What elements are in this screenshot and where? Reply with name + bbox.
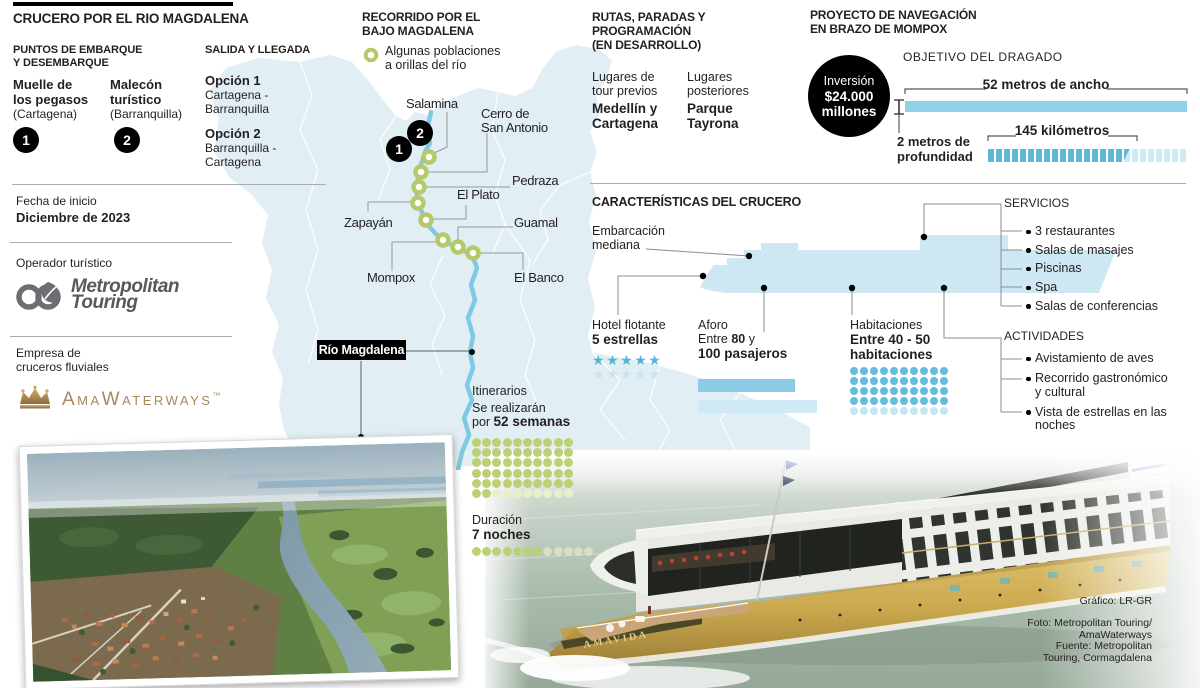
inversion-circle: Inversión $24.000 millones	[808, 55, 890, 137]
itinerarios-dots	[472, 438, 573, 498]
servicios-list: 3 restaurantes Salas de masajes Piscinas…	[1026, 225, 1195, 318]
town-label-guamal: Guamal	[514, 215, 558, 230]
fecha-label: Fecha de inicio	[16, 194, 97, 208]
ancho-bar	[905, 101, 1187, 112]
stars-pale-row: ★★★★★	[592, 366, 663, 382]
map-landmass	[209, 45, 810, 467]
town-label-zapayan: Zapayán	[344, 215, 393, 230]
magdalena-map	[209, 45, 810, 470]
actividades-heading: ACTIVIDADES	[1004, 329, 1085, 343]
duracion-dots	[472, 547, 594, 556]
crown-icon	[20, 385, 50, 408]
divider-caracteristicas	[590, 183, 1186, 184]
rutas-heading: RUTAS, PARADAS Y PROGRAMACIÓN (EN DESARR…	[592, 10, 706, 52]
operador-label: Operador turístico	[16, 256, 113, 270]
longitud-segment-bar	[988, 149, 1187, 162]
duracion-block: Duración 7 noches	[472, 513, 594, 556]
metropolitan-touring-logo: Metropolitan Touring	[14, 274, 180, 316]
aforo-bar-80	[698, 379, 795, 392]
salida-heading: SALIDA Y LLEGADA	[205, 44, 311, 56]
legend-ring-icon	[363, 47, 379, 63]
river-point-dot	[469, 349, 475, 355]
metropolitan-infinity-icon	[16, 282, 61, 310]
itinerarios-block: Itinerarios Se realizarán por 52 semanas	[472, 384, 573, 498]
page-title: CRUCERO POR EL RIO MAGDALENA	[13, 11, 249, 26]
credit-foto: Foto: Metropolitan Touring/AmaWaterways	[1027, 617, 1152, 641]
town-label-pedraza: Pedraza	[512, 173, 559, 188]
map-department-borders	[299, 61, 741, 459]
aerial-photo	[18, 433, 460, 688]
divider-2	[10, 242, 232, 243]
servicio-item: Salas de conferencias	[1026, 300, 1195, 313]
aforo-bar-100	[698, 400, 817, 413]
rio-label-connectors	[360, 350, 469, 436]
aforo-block: Aforo Entre 80 y 100 pasajeros	[698, 318, 817, 413]
servicio-item: 3 restaurantes	[1026, 225, 1195, 238]
divider-1	[12, 184, 326, 185]
caracteristicas-heading: CARACTERÍSTICAS DEL CRUCERO	[592, 195, 801, 209]
town-label-mompox: Mompox	[367, 270, 416, 285]
town-label-elbanco: El Banco	[514, 270, 564, 285]
actividad-item: Avistamiento de aves	[1026, 351, 1195, 366]
town-label-elplato: El Plato	[457, 187, 500, 202]
servicio-item: Piscinas	[1026, 262, 1195, 275]
ship-photo: AMAVIDA	[485, 450, 1200, 688]
title-top-bar	[13, 2, 233, 6]
town-label-salamina: Salamina	[406, 96, 458, 111]
town-connector-lines	[367, 112, 524, 271]
aerial-photo-scene	[26, 442, 452, 682]
hotel-flotante-block: Hotel flotante 5 estrellas ★★★★★ ★★★★★	[592, 318, 666, 382]
embark-badge-1: 1	[13, 127, 39, 153]
embark-badge-2: 2	[114, 127, 140, 153]
dragado-heading: OBJETIVO DEL DRAGADO	[903, 50, 1063, 64]
depth-indicator	[894, 99, 904, 133]
credit-grafico: Gráfico: LR-GR	[1079, 595, 1152, 607]
map-badge-1: 1	[386, 136, 412, 162]
fecha-value: Diciembre de 2023	[16, 210, 131, 225]
actividades-list: Avistamiento de aves Recorrido gastronóm…	[1026, 351, 1195, 439]
ancho-label: 52 metros de ancho	[982, 77, 1110, 92]
salida-option-2: Opción 2 Barranquilla -Cartagena	[205, 126, 277, 169]
map-badge-2: 2	[407, 120, 433, 146]
amawaterways-logo: AmaWaterways™	[16, 384, 220, 412]
habitaciones-dots	[850, 367, 949, 416]
habitaciones-block: Habitaciones Entre 40 - 50 habitaciones	[850, 318, 949, 416]
river-town-markers	[410, 149, 481, 261]
servicio-item: Salas de masajes	[1026, 244, 1195, 257]
servicio-item: Spa	[1026, 281, 1195, 294]
servicios-heading: SERVICIOS	[1004, 196, 1070, 210]
stars-solid-row: ★★★★★	[592, 352, 663, 368]
divider-3	[10, 336, 232, 337]
longitud-label: 145 kilómetros	[1014, 123, 1110, 138]
town-roofs	[61, 596, 247, 668]
river-name-label: Río Magdalena	[317, 340, 406, 360]
salida-option-1: Opción 1 Cartagena -Barranquilla	[205, 73, 270, 116]
